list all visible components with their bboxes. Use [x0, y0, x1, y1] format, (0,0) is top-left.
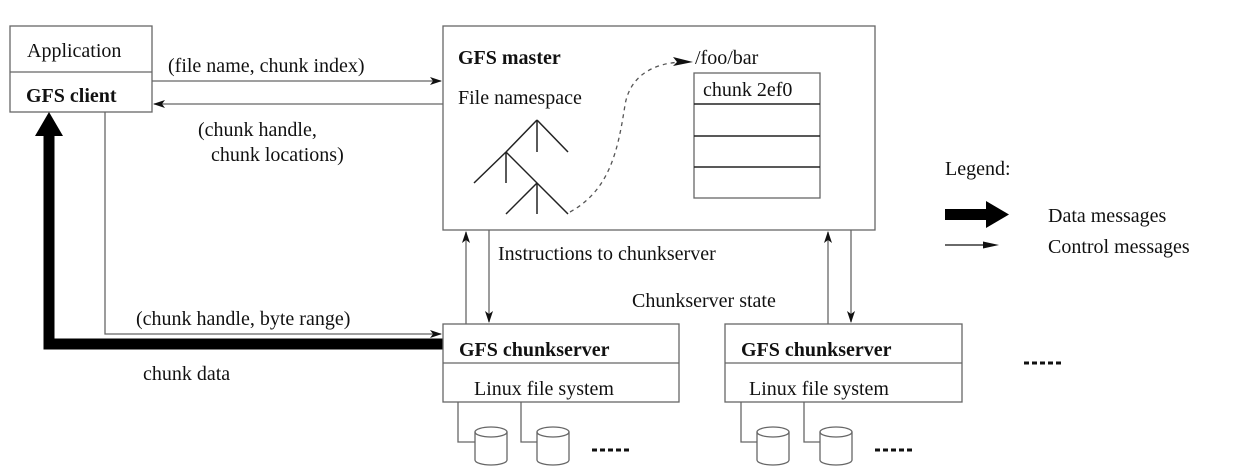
chunk-table-row: chunk 2ef0 — [703, 79, 792, 101]
chunkserver-2: GFS chunkserver Linux file system — [724, 323, 963, 466]
gfs-client-label: GFS client — [26, 85, 117, 107]
legend-thick-arrow-icon — [945, 201, 1009, 228]
path-label: /foo/bar — [695, 47, 759, 69]
legend-data-messages-label: Data messages — [1048, 205, 1167, 227]
chunk-table: chunk 2ef0 — [693, 72, 821, 199]
pointer-arrowhead-icon — [673, 57, 693, 66]
legend-control-messages-label: Control messages — [1048, 236, 1190, 258]
namespace-pointer — [569, 61, 686, 213]
disk-icon — [536, 426, 570, 466]
master-box: GFS master File namespace /foo/bar chunk… — [442, 25, 876, 231]
chunkserver-title: GFS chunkserver — [741, 339, 892, 361]
linux-fs-label: Linux file system — [749, 378, 889, 400]
disk-icon — [819, 426, 853, 466]
application-label: Application — [27, 40, 121, 62]
disk-icon — [474, 426, 508, 466]
client-box: Application GFS client — [9, 25, 153, 113]
state-label: Chunkserver state — [632, 290, 776, 312]
chunk-data-arrowhead-icon — [35, 112, 63, 136]
instructions-label: Instructions to chunkserver — [498, 243, 716, 265]
chunk-data-label: chunk data — [143, 363, 230, 385]
reply-label-line1: (chunk handle, — [198, 119, 317, 141]
request-label: (file name, chunk index) — [168, 55, 365, 77]
legend-title: Legend: — [945, 158, 1011, 180]
chunk-data-arrow — [43, 134, 443, 350]
namespace-label: File namespace — [458, 87, 582, 109]
read-request-label: (chunk handle, byte range) — [136, 308, 350, 330]
reply-label-line2: chunk locations) — [206, 144, 344, 166]
chunkserver-1: GFS chunkserver Linux file system — [442, 323, 680, 466]
read-request-arrow — [104, 112, 442, 338]
namespace-tree-icon — [473, 119, 569, 215]
linux-fs-label: Linux file system — [474, 378, 614, 400]
disk-connector — [803, 402, 820, 443]
disk-icon — [756, 426, 790, 466]
legend: Legend: Data messages Control messages — [945, 158, 1190, 258]
disk-connector — [457, 402, 475, 443]
chunkserver-title: GFS chunkserver — [459, 339, 610, 361]
disk-connector — [740, 402, 757, 443]
legend-thin-arrow-icon — [945, 241, 999, 249]
master-title: GFS master — [458, 47, 561, 69]
disk-connector — [520, 402, 537, 443]
client-frame — [9, 25, 153, 113]
